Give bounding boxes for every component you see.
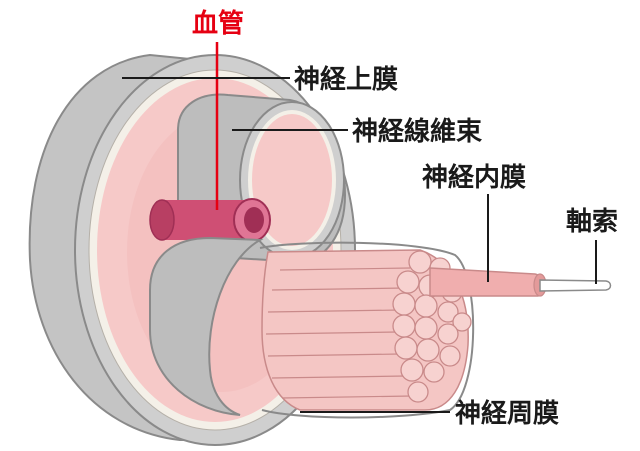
label-epineurium: 神経上膜: [294, 64, 398, 95]
label-endoneurium: 神経内膜: [422, 162, 526, 193]
perineurium-sheath: [149, 236, 264, 416]
leader-lines: [122, 42, 597, 413]
label-axon: 軸索: [566, 206, 618, 237]
blood-vessel: [149, 198, 271, 242]
label-perineurium: 神経周膜: [455, 398, 559, 429]
label-blood-vessel: 血管: [192, 9, 244, 39]
extended-nerve-fiber: [429, 267, 612, 297]
label-nerve-fascicle: 神経線維束: [352, 116, 483, 147]
